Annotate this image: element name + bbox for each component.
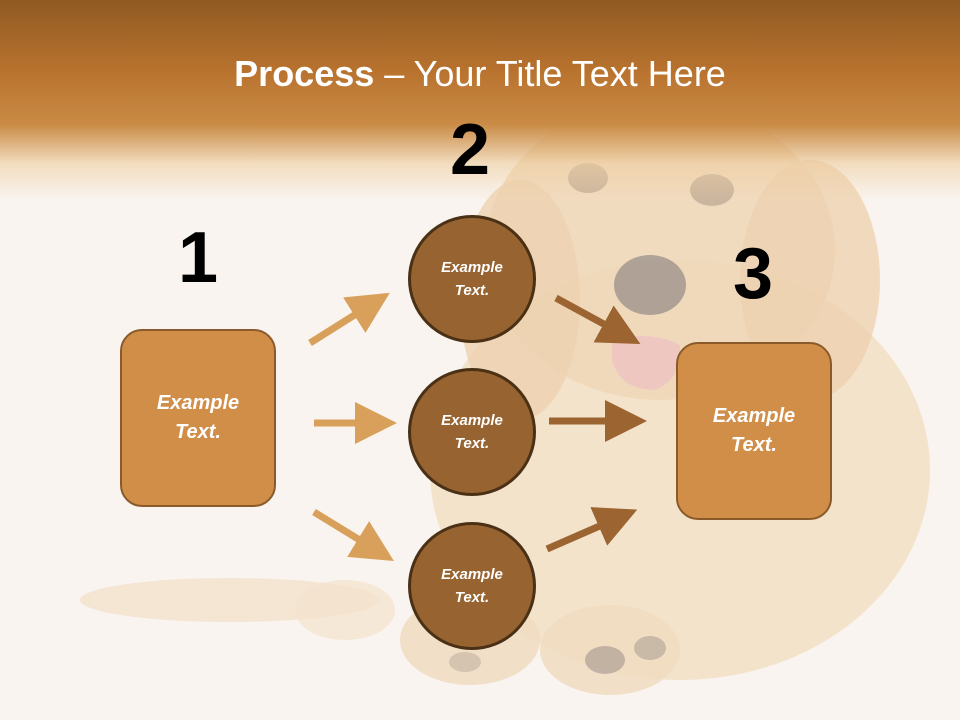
circle-middle-text: Example Text. <box>441 412 503 452</box>
step-3-box[interactable]: Example Text. <box>676 342 832 520</box>
header-band <box>0 0 960 200</box>
circle-top-text: Example Text. <box>441 259 503 299</box>
step-3-box-text: Example Text. <box>712 405 796 456</box>
step-number-1: 1 <box>178 218 219 298</box>
step-1-box-text: Example Text. <box>156 392 240 443</box>
title-strong: Process <box>234 53 375 94</box>
step-1-box[interactable]: Example Text. <box>120 329 276 507</box>
arrow-top-to-right <box>554 294 641 345</box>
step-2-circle-top[interactable]: Example Text. <box>408 215 536 343</box>
slide-title: Process – Your Title Text Here <box>0 52 960 96</box>
step-2-circle-middle[interactable]: Example Text. <box>408 368 536 496</box>
step-number-3: 3 <box>733 234 774 314</box>
step-2-circle-bottom[interactable]: Example Text. <box>408 522 536 650</box>
arrow-bottom-to-right <box>545 507 638 553</box>
circle-bottom-text: Example Text. <box>441 566 503 606</box>
title-rest: – Your Title Text Here <box>374 53 726 94</box>
arrow-left-to-bottom <box>312 509 394 561</box>
arrow-left-to-top <box>308 292 390 346</box>
step-number-2: 2 <box>450 110 491 190</box>
